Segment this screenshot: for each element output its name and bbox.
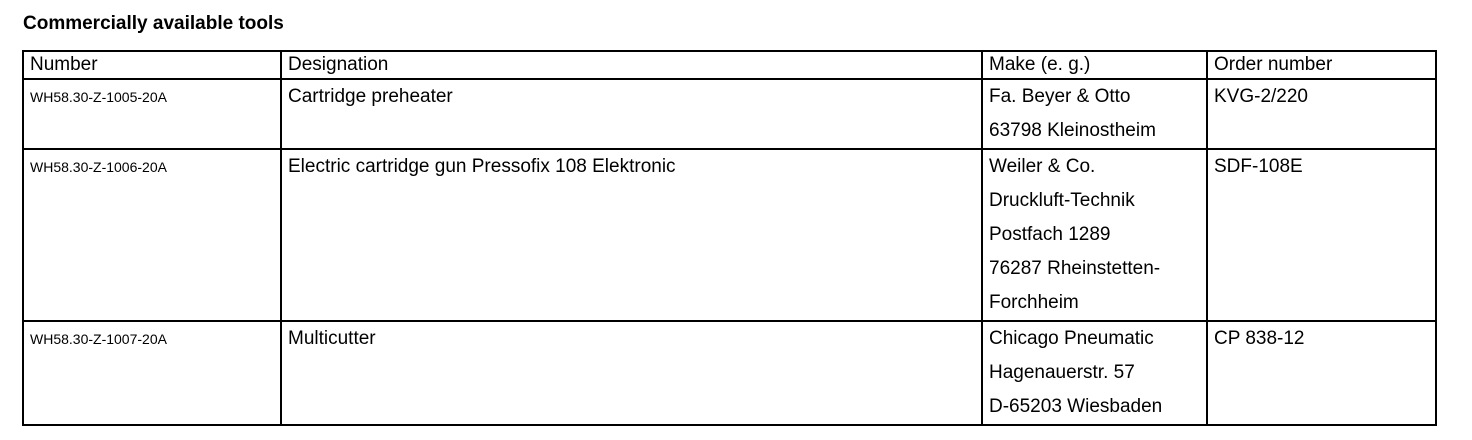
make-line: Chicago Pneumatic [989, 328, 1154, 349]
header-designation: Designation [280, 50, 983, 80]
tools-table: Number Designation Make (e. g.) Order nu… [22, 50, 1437, 426]
table-header-row: Number Designation Make (e. g.) Order nu… [22, 50, 1437, 80]
number-text: WH58.30-Z-1006-20A [30, 159, 167, 175]
make-line: Postfach 1289 [989, 224, 1111, 245]
designation-text: Multicutter [288, 328, 376, 349]
number-text: WH58.30-Z-1005-20A [30, 89, 167, 105]
cell-order-number: SDF-108E [1206, 148, 1437, 322]
cell-designation: Cartridge preheater [280, 78, 983, 150]
cell-make: Chicago Pneumatic Hagenauerstr. 57 D-652… [981, 320, 1208, 426]
make-line: Forchheim [989, 292, 1079, 313]
designation-text: Electric cartridge gun Pressofix 108 Ele… [288, 156, 676, 177]
cell-order-number: CP 838-12 [1206, 320, 1437, 426]
make-line: Druckluft-Technik [989, 190, 1135, 211]
table-row: WH58.30-Z-1007-20A Multicutter Chicago P… [22, 320, 1437, 426]
section-heading: Commercially available tools [23, 13, 284, 34]
cell-number: WH58.30-Z-1007-20A [22, 320, 282, 426]
make-line: 63798 Kleinostheim [989, 120, 1156, 141]
order-number-text: KVG-2/220 [1214, 86, 1308, 107]
header-number: Number [22, 50, 282, 80]
table-row: WH58.30-Z-1006-20A Electric cartridge gu… [22, 148, 1437, 322]
cell-number: WH58.30-Z-1005-20A [22, 78, 282, 150]
make-line: Hagenauerstr. 57 [989, 362, 1135, 383]
make-line: D-65203 Wiesbaden [989, 396, 1163, 417]
number-text: WH58.30-Z-1007-20A [30, 331, 167, 347]
cell-order-number: KVG-2/220 [1206, 78, 1437, 150]
make-line: Fa. Beyer & Otto [989, 86, 1131, 107]
make-line: Weiler & Co. [989, 156, 1096, 177]
cell-number: WH58.30-Z-1006-20A [22, 148, 282, 322]
cell-make: Fa. Beyer & Otto 63798 Kleinostheim [981, 78, 1208, 150]
make-line: 76287 Rheinstetten- [989, 258, 1161, 279]
cell-make: Weiler & Co. Druckluft-Technik Postfach … [981, 148, 1208, 322]
header-order-number: Order number [1206, 50, 1437, 80]
designation-text: Cartridge preheater [288, 86, 453, 107]
table-row: WH58.30-Z-1005-20A Cartridge preheater F… [22, 78, 1437, 150]
cell-designation: Multicutter [280, 320, 983, 426]
order-number-text: CP 838-12 [1214, 328, 1305, 349]
order-number-text: SDF-108E [1214, 156, 1303, 177]
cell-designation: Electric cartridge gun Pressofix 108 Ele… [280, 148, 983, 322]
header-make: Make (e. g.) [981, 50, 1208, 80]
